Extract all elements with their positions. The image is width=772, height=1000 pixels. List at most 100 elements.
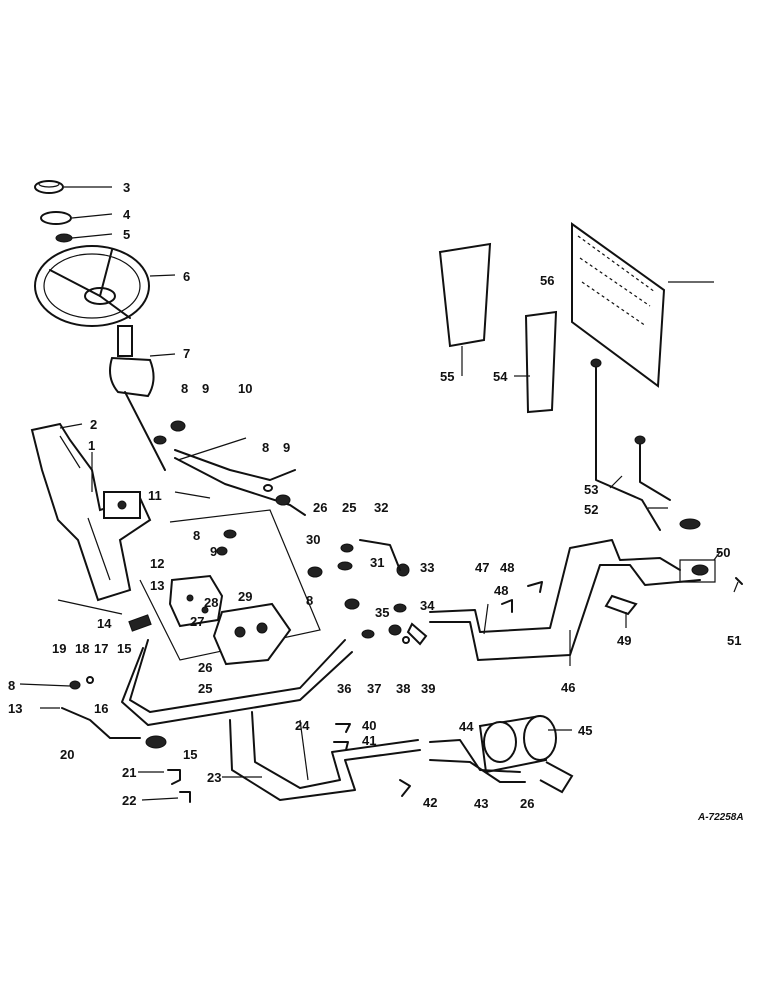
clamp-part-2 [179, 791, 191, 803]
callout-2: 2 [90, 417, 97, 432]
callout-labels: 3 4 5 6 7 2 1 8 9 10 8 9 11 8 9 12 13 14… [8, 180, 741, 811]
long-line-lower [429, 564, 701, 661]
callout-50: 50 [716, 545, 730, 560]
callout-25a: 25 [198, 681, 212, 696]
mounting-plate [139, 509, 321, 661]
callout-35: 35 [375, 605, 389, 620]
callout-18: 18 [75, 641, 89, 656]
callout-19: 19 [52, 641, 66, 656]
callout-10: 10 [238, 381, 252, 396]
panel-56 [571, 222, 666, 388]
cap-part [34, 180, 64, 194]
callout-26c: 26 [520, 796, 534, 811]
callout-29: 29 [238, 589, 252, 604]
callout-12: 12 [150, 556, 164, 571]
callout-13a: 13 [150, 578, 164, 593]
hose-assembly [61, 707, 141, 739]
leader-arrows [19, 186, 739, 801]
callout-27: 27 [190, 614, 204, 629]
callout-47: 47 [475, 560, 489, 575]
callout-8e: 8 [306, 593, 313, 608]
callout-44: 44 [459, 719, 474, 734]
callout-36: 36 [337, 681, 351, 696]
long-line-upper [429, 539, 681, 633]
cylinder-line-b [251, 711, 419, 789]
steering-column [109, 325, 166, 471]
callout-37: 37 [367, 681, 381, 696]
support-bracket [30, 422, 152, 602]
callout-31: 31 [370, 555, 384, 570]
callout-8c: 8 [193, 528, 200, 543]
callout-11: 11 [148, 488, 162, 503]
callout-38: 38 [396, 681, 410, 696]
callout-23: 23 [207, 770, 221, 785]
callout-8a: 8 [181, 381, 188, 396]
callout-13b: 13 [8, 701, 22, 716]
callout-7: 7 [183, 346, 190, 361]
clamp-part [167, 769, 181, 785]
callout-28: 28 [204, 595, 218, 610]
return-line [174, 457, 306, 516]
callout-51: 51 [727, 633, 741, 648]
left-return-line [129, 639, 346, 713]
callout-24: 24 [295, 718, 310, 733]
callout-48a: 48 [500, 560, 514, 575]
callout-26b: 26 [313, 500, 327, 515]
callout-56: 56 [540, 273, 554, 288]
elbow-fitting [128, 614, 152, 632]
callout-42: 42 [423, 795, 437, 810]
callout-52: 52 [584, 502, 598, 517]
callout-9c: 9 [210, 544, 217, 559]
control-valve [168, 574, 224, 628]
callout-26a: 26 [198, 660, 212, 675]
vertical-line-52 [639, 439, 671, 501]
plate-54 [524, 310, 558, 414]
callout-53: 53 [584, 482, 598, 497]
fittings-cluster [307, 543, 410, 613]
pressure-line [174, 449, 296, 481]
callout-30: 30 [306, 532, 320, 547]
callout-8b: 8 [262, 440, 269, 455]
drawing-code: A-72258A [697, 812, 744, 823]
steering-cylinder [478, 714, 574, 794]
nut-part [55, 233, 73, 243]
callout-25b: 25 [342, 500, 356, 515]
callout-17: 17 [94, 641, 108, 656]
callout-20: 20 [60, 747, 74, 762]
callout-40: 40 [362, 718, 376, 733]
callout-4: 4 [123, 207, 131, 222]
callout-9b: 9 [283, 440, 290, 455]
fittings-group [153, 420, 291, 556]
cross-line [359, 539, 401, 571]
callout-39: 39 [421, 681, 435, 696]
callout-16: 16 [94, 701, 108, 716]
callout-49: 49 [617, 633, 631, 648]
valve-body [212, 602, 292, 666]
callout-43: 43 [474, 796, 488, 811]
ring-part [40, 211, 72, 225]
callout-1: 1 [88, 438, 95, 453]
vertical-line-53 [595, 364, 661, 531]
callout-45: 45 [578, 723, 592, 738]
callout-21: 21 [122, 765, 136, 780]
steering-wheel [34, 245, 150, 327]
callout-46: 46 [561, 680, 575, 695]
left-supply-line [121, 647, 353, 726]
callout-33: 33 [420, 560, 434, 575]
callout-22: 22 [122, 793, 136, 808]
callout-14: 14 [97, 616, 112, 631]
callout-55: 55 [440, 369, 454, 384]
callout-54: 54 [493, 369, 508, 384]
callout-34: 34 [420, 598, 435, 613]
cylinder-hose-44 [429, 739, 521, 773]
callout-9a: 9 [202, 381, 209, 396]
callout-15a: 15 [117, 641, 131, 656]
callout-32: 32 [374, 500, 388, 515]
callout-41: 41 [362, 733, 376, 748]
callout-8d: 8 [8, 678, 15, 693]
cylinder-hose-43 [429, 759, 526, 783]
callout-48b: 48 [494, 583, 508, 598]
callout-5: 5 [123, 227, 130, 242]
